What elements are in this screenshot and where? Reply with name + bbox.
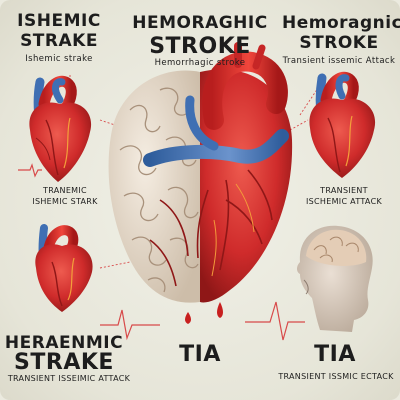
heart-icon-central <box>143 42 293 303</box>
label-mid-left-line1: TRANEMIC <box>43 186 87 195</box>
head-brain-icon <box>297 225 373 332</box>
heading-top-center-line2: STROKE <box>149 34 251 59</box>
heart-icon-top-right <box>309 72 376 178</box>
subtitle-top-center: Hemorrhagic stroke <box>154 58 246 68</box>
heart-icon-mid-left <box>35 224 93 312</box>
brain-icon-central <box>108 70 200 303</box>
heading-top-right-line1: Hemoragnic <box>282 13 400 33</box>
heading-bottom-right-tia: TIA <box>314 342 356 367</box>
label-mid-left-line2: ISHEMIC STARK <box>32 197 98 206</box>
label-mid-right-line1: TRANSIENT <box>320 186 368 195</box>
subtitle-top-left: Ishemic strake <box>25 54 93 64</box>
heading-bottom-left-line1: HERAENMIC <box>4 333 124 353</box>
ecg-line-icon <box>18 163 305 341</box>
heading-bottom-center-tia: TIA <box>179 342 221 367</box>
heading-top-left-line1: ISHEMIC <box>17 11 101 31</box>
heading-bottom-left-line2: STRAKE <box>14 350 114 375</box>
heart-icon-top-left <box>29 76 92 182</box>
label-mid-right-line2: ISCHEMIC ATTACK <box>305 197 382 206</box>
heading-top-right-line2: STROKE <box>299 33 379 53</box>
heading-top-center-line1: HEMORAGHIC <box>132 13 268 33</box>
heading-top-left-line2: STRAKE <box>20 31 98 51</box>
subtitle-bottom-right: TRANSIENT ISSMIC ECTACK <box>278 372 394 381</box>
blood-drop-icon <box>185 302 223 324</box>
subtitle-top-right: Transient issemic Attack <box>282 56 396 66</box>
subtitle-bottom-left: TRANSIENT ISSEIMIC ATTACK <box>7 374 131 383</box>
